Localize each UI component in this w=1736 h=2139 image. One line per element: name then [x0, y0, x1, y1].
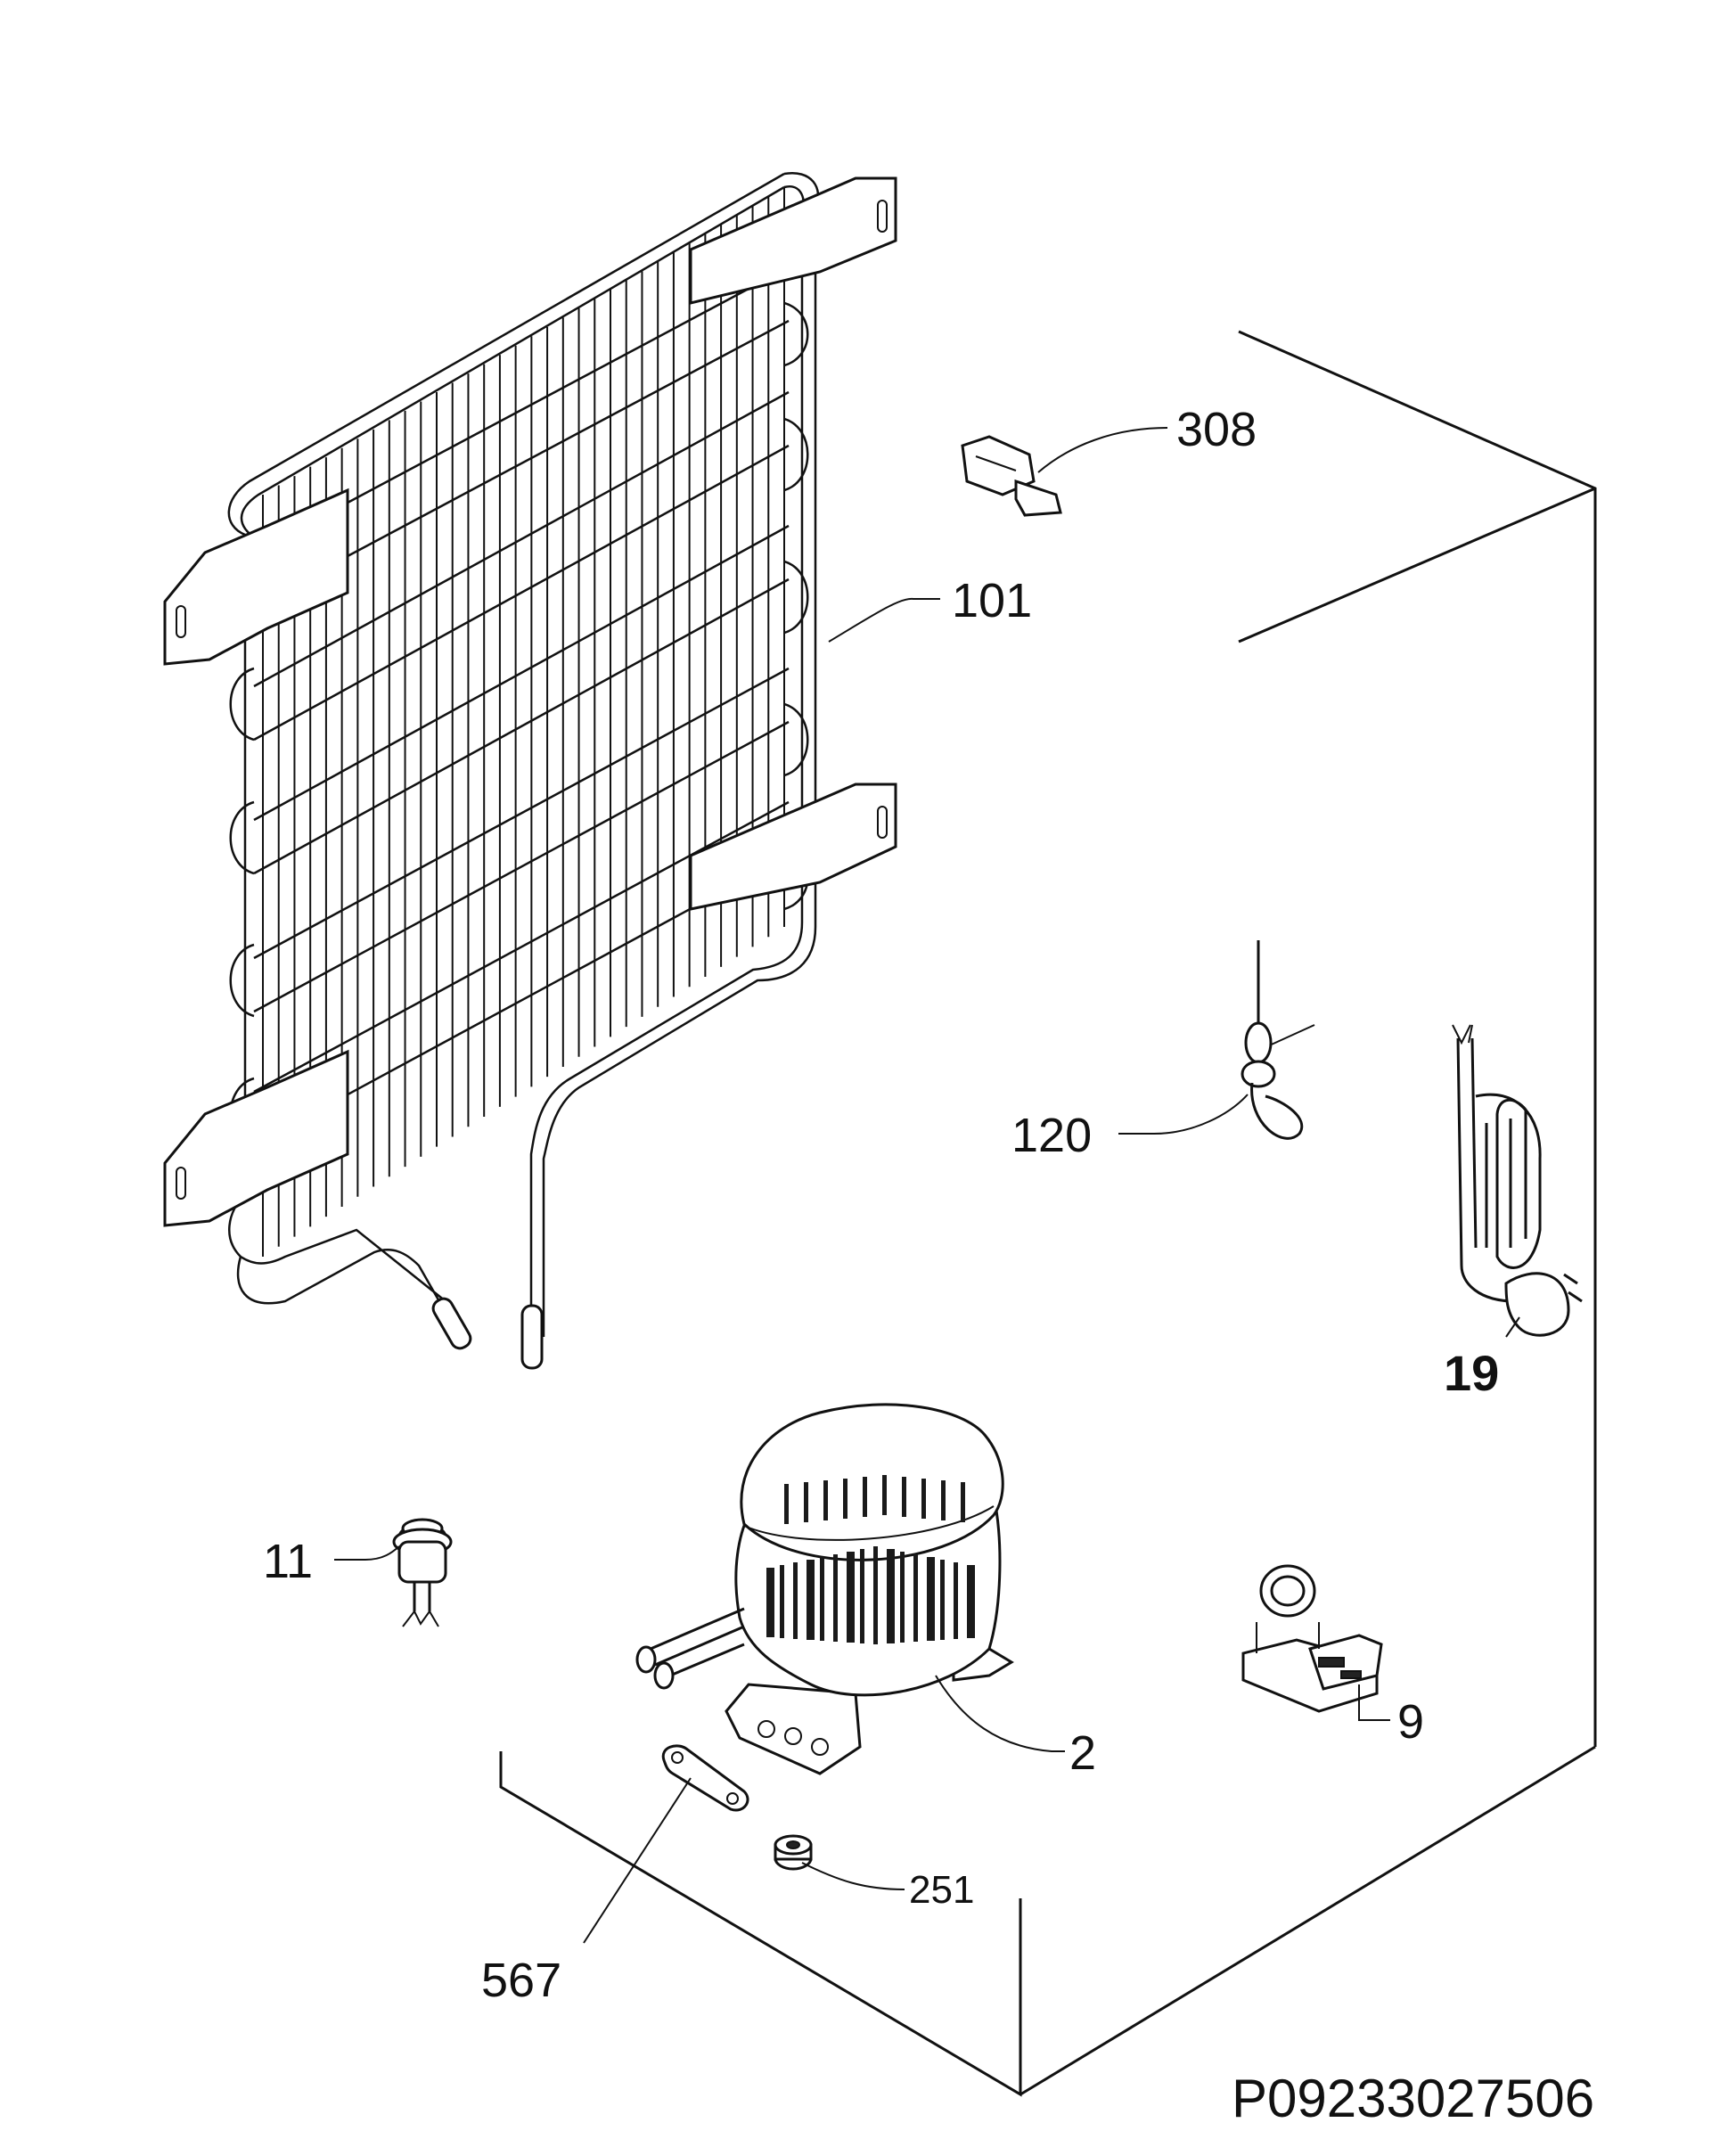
compressor-stripe — [833, 1554, 838, 1642]
compressor-dome-stripe — [902, 1477, 906, 1517]
part-11-component — [392, 1518, 453, 1627]
compressor-stripe — [860, 1549, 864, 1643]
callout-101: 101 — [952, 574, 1032, 627]
compressor-dome-stripe — [823, 1480, 828, 1520]
compressor-stripe — [954, 1562, 958, 1639]
compressor-dome-stripe — [882, 1475, 887, 1515]
condenser-tube-run — [253, 578, 790, 875]
condenser-tube-run — [253, 720, 790, 1013]
callout-251: 251 — [909, 1868, 974, 1912]
compressor-stripe — [780, 1565, 784, 1638]
compressor-stripe — [900, 1552, 905, 1643]
compressor-dome-stripe — [921, 1479, 926, 1519]
compressor-dome-stripe — [961, 1482, 965, 1522]
compressor-stripe — [766, 1568, 774, 1637]
condenser-tube-run — [253, 667, 790, 960]
callout-19: 19 — [1444, 1345, 1499, 1401]
condenser-bracket-top-right — [689, 176, 897, 305]
condenser-bracket-mid-right — [689, 783, 897, 911]
condenser-tube-runs — [253, 266, 790, 1147]
part-2-compressor — [635, 1403, 1014, 1775]
callout-2: 2 — [1069, 1726, 1096, 1780]
condenser — [163, 171, 897, 1370]
condenser-tube-run — [253, 444, 790, 742]
cabinet-outline — [499, 330, 1597, 2097]
part-120-sensor — [1241, 940, 1315, 1140]
callout-308: 308 — [1176, 403, 1257, 456]
compressor-stripe — [913, 1554, 918, 1642]
part-251-nut — [774, 1834, 813, 1871]
callout-9: 9 — [1397, 1695, 1424, 1749]
leader-lines — [334, 427, 1520, 1944]
condenser-bracket-top-left — [163, 488, 349, 666]
drawing-code: P09233027506 — [1232, 2069, 1594, 2128]
callout-labels: 308 101 120 19 11 2 9 251 567 — [263, 403, 1499, 2007]
condenser-bracket-bottom-left — [163, 1049, 349, 1227]
compressor-stripe — [847, 1552, 855, 1643]
condenser-tube-run — [253, 800, 790, 1094]
callout-11: 11 — [263, 1535, 313, 1588]
part-9-relay — [1241, 1564, 1383, 1713]
compressor-stripe — [807, 1560, 815, 1640]
callout-567: 567 — [481, 1954, 561, 2007]
compressor-dome-stripe — [941, 1480, 946, 1520]
compressor-dome-stripe — [784, 1484, 789, 1524]
compressor-stripe — [887, 1549, 895, 1643]
part-19-power-cord — [1452, 1024, 1583, 1337]
compressor-stripe — [873, 1546, 878, 1644]
condenser-tube-run — [253, 390, 790, 688]
compressor-dome-stripe — [863, 1477, 867, 1517]
callout-120: 120 — [1011, 1109, 1092, 1162]
compressor-stripes — [766, 1475, 975, 1644]
part-567-strap — [661, 1744, 749, 1812]
condenser-tube-run — [253, 524, 790, 822]
compressor-stripe — [967, 1565, 975, 1638]
compressor-dome-stripe — [843, 1479, 848, 1519]
compressor-dome-stripe — [804, 1482, 808, 1522]
compressor-stripe — [820, 1557, 824, 1641]
compressor-stripe — [927, 1557, 935, 1641]
compressor-stripe — [793, 1562, 798, 1639]
part-308-clip — [961, 435, 1062, 517]
compressor-stripe — [940, 1560, 945, 1640]
